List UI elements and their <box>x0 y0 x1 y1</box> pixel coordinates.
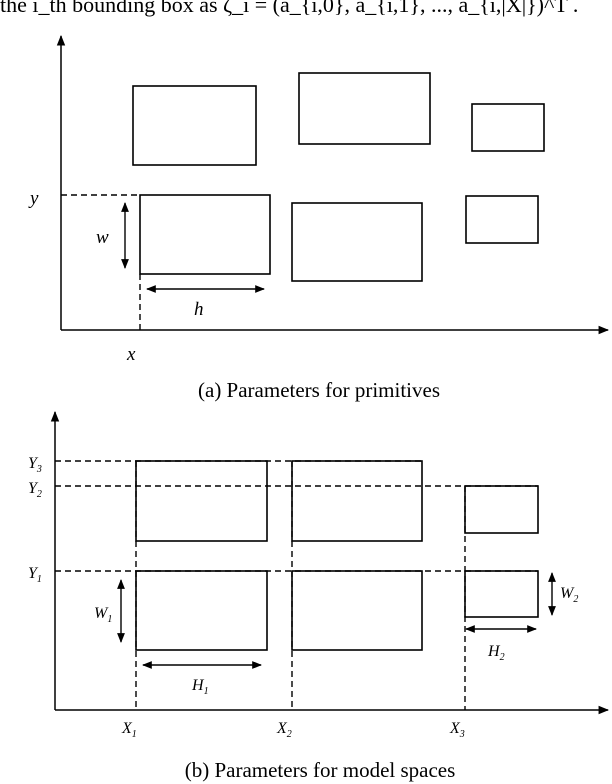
primitive-box <box>132 85 257 166</box>
model-space-box <box>291 460 423 542</box>
label-y: y <box>28 188 39 209</box>
label-h: h <box>194 299 204 320</box>
label-W1: W1 <box>94 605 112 625</box>
primitive-box <box>291 202 423 282</box>
caption-b: (b) Parameters for model spaces <box>185 758 456 782</box>
model-space-box <box>291 570 423 651</box>
caption-a: (a) Parameters for primitives <box>198 378 440 402</box>
label-Y1: Y1 <box>28 565 42 585</box>
primitive-box <box>465 195 539 244</box>
primitive-box <box>298 72 431 145</box>
label-X1: X1 <box>121 720 137 740</box>
fragment-text: the i_th bounding box as ζ_i = (a_{i,0},… <box>0 0 579 17</box>
label-Y2: Y2 <box>28 480 42 500</box>
model-space-box-annotated <box>135 570 268 651</box>
label-x: x <box>126 344 136 365</box>
model-space-box <box>135 460 268 542</box>
label-w: w <box>96 227 109 248</box>
primitive-box-annotated <box>139 194 271 275</box>
label-W2: W2 <box>560 585 578 605</box>
figure-a: y w h x (a) Parameters for primitives <box>28 34 610 402</box>
label-H1: H1 <box>191 677 209 697</box>
label-X2: X2 <box>276 720 292 740</box>
label-X3: X3 <box>449 720 465 740</box>
primitive-box <box>471 103 545 152</box>
label-Y3: Y3 <box>28 455 42 475</box>
model-space-box-annotated <box>464 570 539 618</box>
top-text-fragment: the i_th bounding box as ζ_i = (a_{i,0},… <box>0 0 612 32</box>
label-H2: H2 <box>487 643 505 663</box>
model-space-box <box>464 485 539 534</box>
figure-b: Y3 Y2 Y1 W1 H1 W2 H2 X1 X2 X3 (b) Parame… <box>28 410 610 782</box>
